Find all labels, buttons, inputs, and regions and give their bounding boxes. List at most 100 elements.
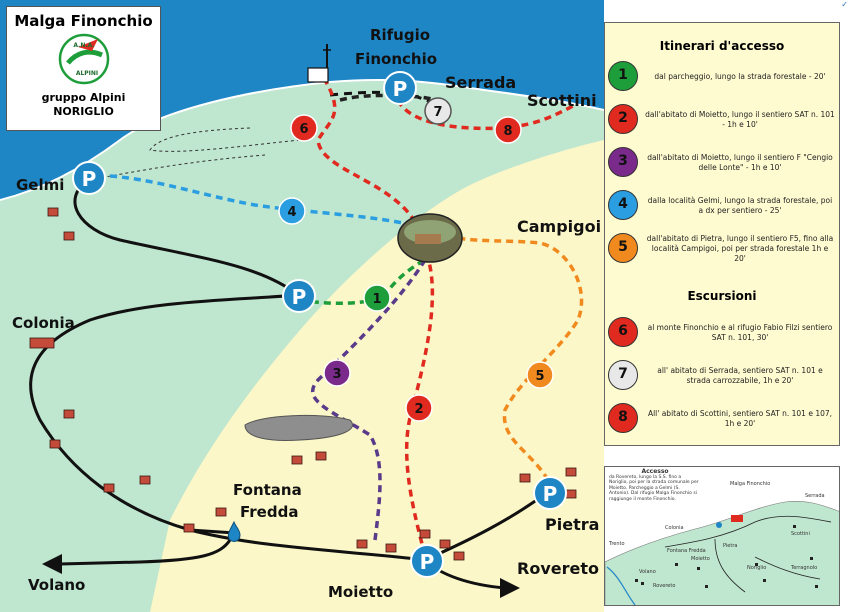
svg-text:P: P: [292, 285, 307, 309]
label-gelmi: Gelmi: [16, 176, 64, 194]
legend-heading-access: Itinerari d'accesso: [659, 39, 785, 53]
legend-panel: Itinerari d'accesso 1 dal parcheggio, lu…: [604, 22, 840, 446]
legend-badge-6: 6: [608, 317, 638, 347]
legend-text-1: dal parcheggio, lungo la strada forestal…: [654, 72, 826, 81]
route-badge-6[interactable]: 6: [290, 114, 318, 142]
inset-label-finonchio: Malga Finonchio: [730, 481, 770, 487]
trail-5: [457, 236, 584, 481]
road-gelmi-down: [73, 178, 299, 297]
inset-label-volano: Volano: [639, 569, 656, 575]
label-finonchio: Finonchio: [355, 50, 437, 68]
parking-pietra[interactable]: P: [533, 476, 567, 510]
svg-text:P: P: [420, 550, 435, 574]
label-fontana: Fontana: [233, 481, 302, 499]
route-badge-5[interactable]: 5: [526, 361, 554, 389]
corner-mark: ✓: [841, 0, 848, 9]
inset-malga-marker: [731, 515, 743, 522]
road-volano: [59, 539, 232, 566]
legend-item-8[interactable]: 8 All' abitato di Scottini, sentiero SAT…: [605, 399, 839, 439]
legend-badge-7: 7: [608, 360, 638, 390]
label-colonia: Colonia: [12, 314, 75, 332]
parking-central[interactable]: P: [282, 279, 316, 313]
legend-badge-5: 5: [608, 233, 638, 263]
route-badge-3[interactable]: 3: [323, 359, 351, 387]
svg-text:P: P: [393, 77, 408, 101]
label-rifugio: Rifugio: [370, 26, 430, 44]
label-pietra: Pietra: [545, 515, 599, 534]
malga-photo: [397, 213, 463, 263]
route-badge-2[interactable]: 2: [405, 394, 433, 422]
legend-item-4[interactable]: 4 dalla località Gelmi, lungo la strada …: [605, 186, 839, 226]
legend-item-5[interactable]: 5 dall'abitato di Pietra, lungo il senti…: [605, 229, 839, 269]
svg-text:1: 1: [372, 292, 381, 307]
inset-drawing: Malga Finonchio Serrada Trento Colonia S…: [605, 481, 839, 605]
legend-item-7[interactable]: 7 all' abitato di Serrada, sentiero SAT …: [605, 356, 839, 396]
svg-text:6: 6: [299, 122, 308, 137]
label-serrada: Serrada: [445, 73, 516, 92]
arrow-rovereto: [500, 578, 520, 598]
legend-item-6[interactable]: 6 al monte Finonchio e al rifugio Fabio …: [605, 313, 839, 353]
svg-text:3: 3: [332, 367, 341, 382]
inset-label-rovereto: Rovereto: [653, 583, 675, 589]
inset-label-noriglio: Noriglio: [747, 565, 766, 571]
arrow-volano: [42, 554, 62, 574]
svg-text:P: P: [82, 167, 97, 191]
inset-note: Accesso da Rovereto, lungo la S.S. fino …: [609, 469, 701, 502]
inset-title: Accesso: [641, 468, 669, 475]
route-badge-7[interactable]: 7: [424, 97, 452, 125]
map-subtitle: gruppo Alpini: [41, 91, 126, 104]
inset-label-moietto: Moietto: [691, 556, 710, 562]
trail-6: [316, 79, 417, 223]
legend-text-6: al monte Finonchio e al rifugio Fabio Fi…: [647, 323, 833, 342]
inset-label-fontana: Fontana Fredda: [667, 548, 706, 554]
trail-3: [310, 259, 427, 541]
alpini-logo: A.N.A. ALPINI: [58, 33, 109, 85]
houses: [29, 207, 577, 561]
legend-badge-2: 2: [608, 104, 638, 134]
inset-terrain: [605, 501, 839, 605]
legend-text-3: dall'abitato di Moietto, lungo il sentie…: [647, 153, 833, 172]
legend-text-4: dalla località Gelmi, lungo la strada fo…: [647, 196, 833, 215]
svg-text:8: 8: [503, 124, 512, 139]
legend-heading-excursions: Escursioni: [687, 289, 757, 303]
fountain-icon: [227, 520, 241, 542]
parking-rifugio[interactable]: P: [383, 71, 417, 105]
svg-text:2: 2: [414, 402, 423, 417]
legend-badge-3: 3: [608, 147, 638, 177]
legend-text-7: all' abitato di Serrada, sentiero SAT n.…: [657, 366, 823, 385]
logo-bottom-text: ALPINI: [75, 70, 97, 77]
legend-badge-4: 4: [608, 190, 638, 220]
rifugio-building: [307, 44, 331, 83]
svg-text:7: 7: [433, 105, 442, 120]
old-track: [89, 127, 301, 181]
route-badge-8[interactable]: 8: [494, 116, 522, 144]
parking-gelmi[interactable]: P: [72, 161, 106, 195]
inset-label-terragnolo: Terragnolo: [790, 565, 817, 571]
legend-text-5: dall'abitato di Pietra, lungo il sentier…: [646, 234, 834, 263]
svg-text:4: 4: [287, 205, 296, 220]
road-colonia-loop: [29, 293, 426, 562]
label-scottini: Scottini: [527, 91, 597, 110]
route-badge-1[interactable]: 1: [363, 284, 391, 312]
trail-4: [109, 174, 413, 227]
parking-moietto[interactable]: P: [410, 544, 444, 578]
inset-note-text: da Rovereto, lungo la S.S. fino a Norigl…: [609, 474, 699, 502]
legend-item-3[interactable]: 3 dall'abitato di Moietto, lungo il sent…: [605, 143, 839, 183]
legend-item-2[interactable]: 2 dall'abitato di Moietto, lungo il sent…: [605, 100, 839, 140]
label-rovereto: Rovereto: [517, 559, 599, 578]
route-badge-4[interactable]: 4: [278, 197, 306, 225]
legend-text-2: dall'abitato di Moietto, lungo il sentie…: [645, 110, 835, 129]
title-box: Malga Finonchio A.N.A. ALPINI gruppo Alp…: [6, 6, 161, 131]
legend-item-1[interactable]: 1 dal parcheggio, lungo la strada forest…: [605, 57, 839, 97]
inset-houses: [635, 525, 818, 588]
inset-label-colonia: Colonia: [665, 525, 684, 531]
label-volano: Volano: [28, 576, 85, 594]
inset-label-pietra: Pietra: [723, 543, 737, 549]
logo-top-text: A.N.A.: [73, 42, 94, 49]
svg-text:5: 5: [535, 369, 544, 384]
svg-text:P: P: [543, 482, 558, 506]
legend-badge-8: 8: [608, 403, 638, 433]
legend-badge-1: 1: [608, 61, 638, 91]
map-title: Malga Finonchio: [14, 12, 153, 30]
rock-outcrop: [244, 414, 353, 441]
